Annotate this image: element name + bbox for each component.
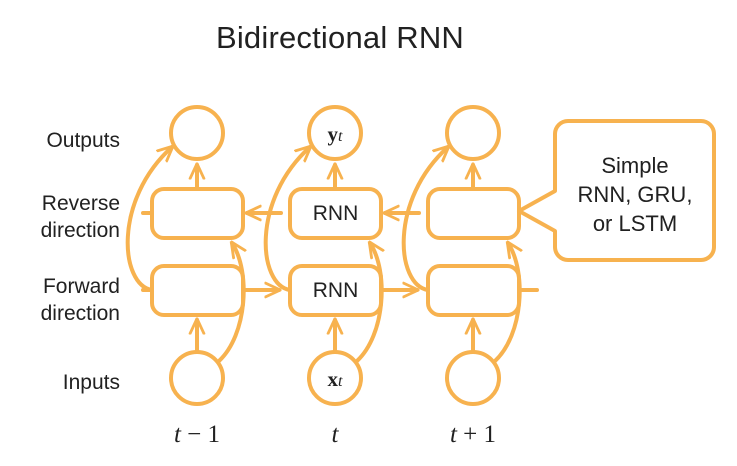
callout-line-2: RNN, GRU, <box>577 182 693 207</box>
output-circle-2 <box>307 105 363 161</box>
callout-bubble <box>517 119 716 262</box>
input-label-x-t: xt <box>305 367 365 392</box>
output-sub: t <box>338 128 343 145</box>
input-circle-1 <box>169 350 225 406</box>
forward-cell-2-label: RNN <box>312 279 359 302</box>
output-circle-1 <box>169 105 225 161</box>
input-circle-2 <box>307 350 363 406</box>
time-op-3: + <box>456 421 484 448</box>
time-var-2: t <box>331 421 339 448</box>
row-label-reverse-line2: direction <box>40 219 120 242</box>
arc-forward-to-output-3 <box>401 147 448 292</box>
time-num-1: 1 <box>207 421 221 448</box>
input-sub: t <box>338 373 343 390</box>
time-var-3: t <box>449 421 457 448</box>
row-label-inputs: Inputs <box>62 371 120 394</box>
arc-forward-to-output-1 <box>125 147 172 292</box>
time-op-1: − <box>180 421 208 448</box>
row-label-reverse-line1: Reverse <box>41 192 120 215</box>
output-label-y-t: yt <box>305 122 365 147</box>
row-label-forward-line2: direction <box>40 302 120 325</box>
forward-cell-2 <box>288 264 383 317</box>
reverse-cell-2-label: RNN <box>312 202 359 225</box>
arc-input-to-reverse-1 <box>217 243 244 363</box>
time-num-3: 1 <box>483 421 497 448</box>
time-label-t: t <box>275 420 395 450</box>
time-label-t-minus-1: t − 1 <box>137 420 257 450</box>
callout-line-1: Simple <box>601 153 669 178</box>
output-var: y <box>327 122 339 146</box>
page-title: Bidirectional RNN <box>215 20 465 55</box>
reverse-cell-2 <box>288 187 383 240</box>
reverse-cell-3 <box>426 187 521 240</box>
time-label-t-plus-1: t + 1 <box>413 420 533 450</box>
callout-line-3: or LSTM <box>592 211 678 236</box>
arc-forward-to-output-2 <box>263 147 310 292</box>
output-circle-3 <box>445 105 501 161</box>
reverse-cell-1 <box>150 187 245 240</box>
time-var-1: t <box>173 421 181 448</box>
input-circle-3 <box>445 350 501 406</box>
row-label-outputs: Outputs <box>46 129 120 152</box>
arc-input-to-reverse-3 <box>493 243 520 363</box>
forward-cell-1 <box>150 264 245 317</box>
row-label-forward-line1: Forward <box>42 275 120 298</box>
input-var: x <box>327 367 339 391</box>
forward-cell-3 <box>426 264 521 317</box>
